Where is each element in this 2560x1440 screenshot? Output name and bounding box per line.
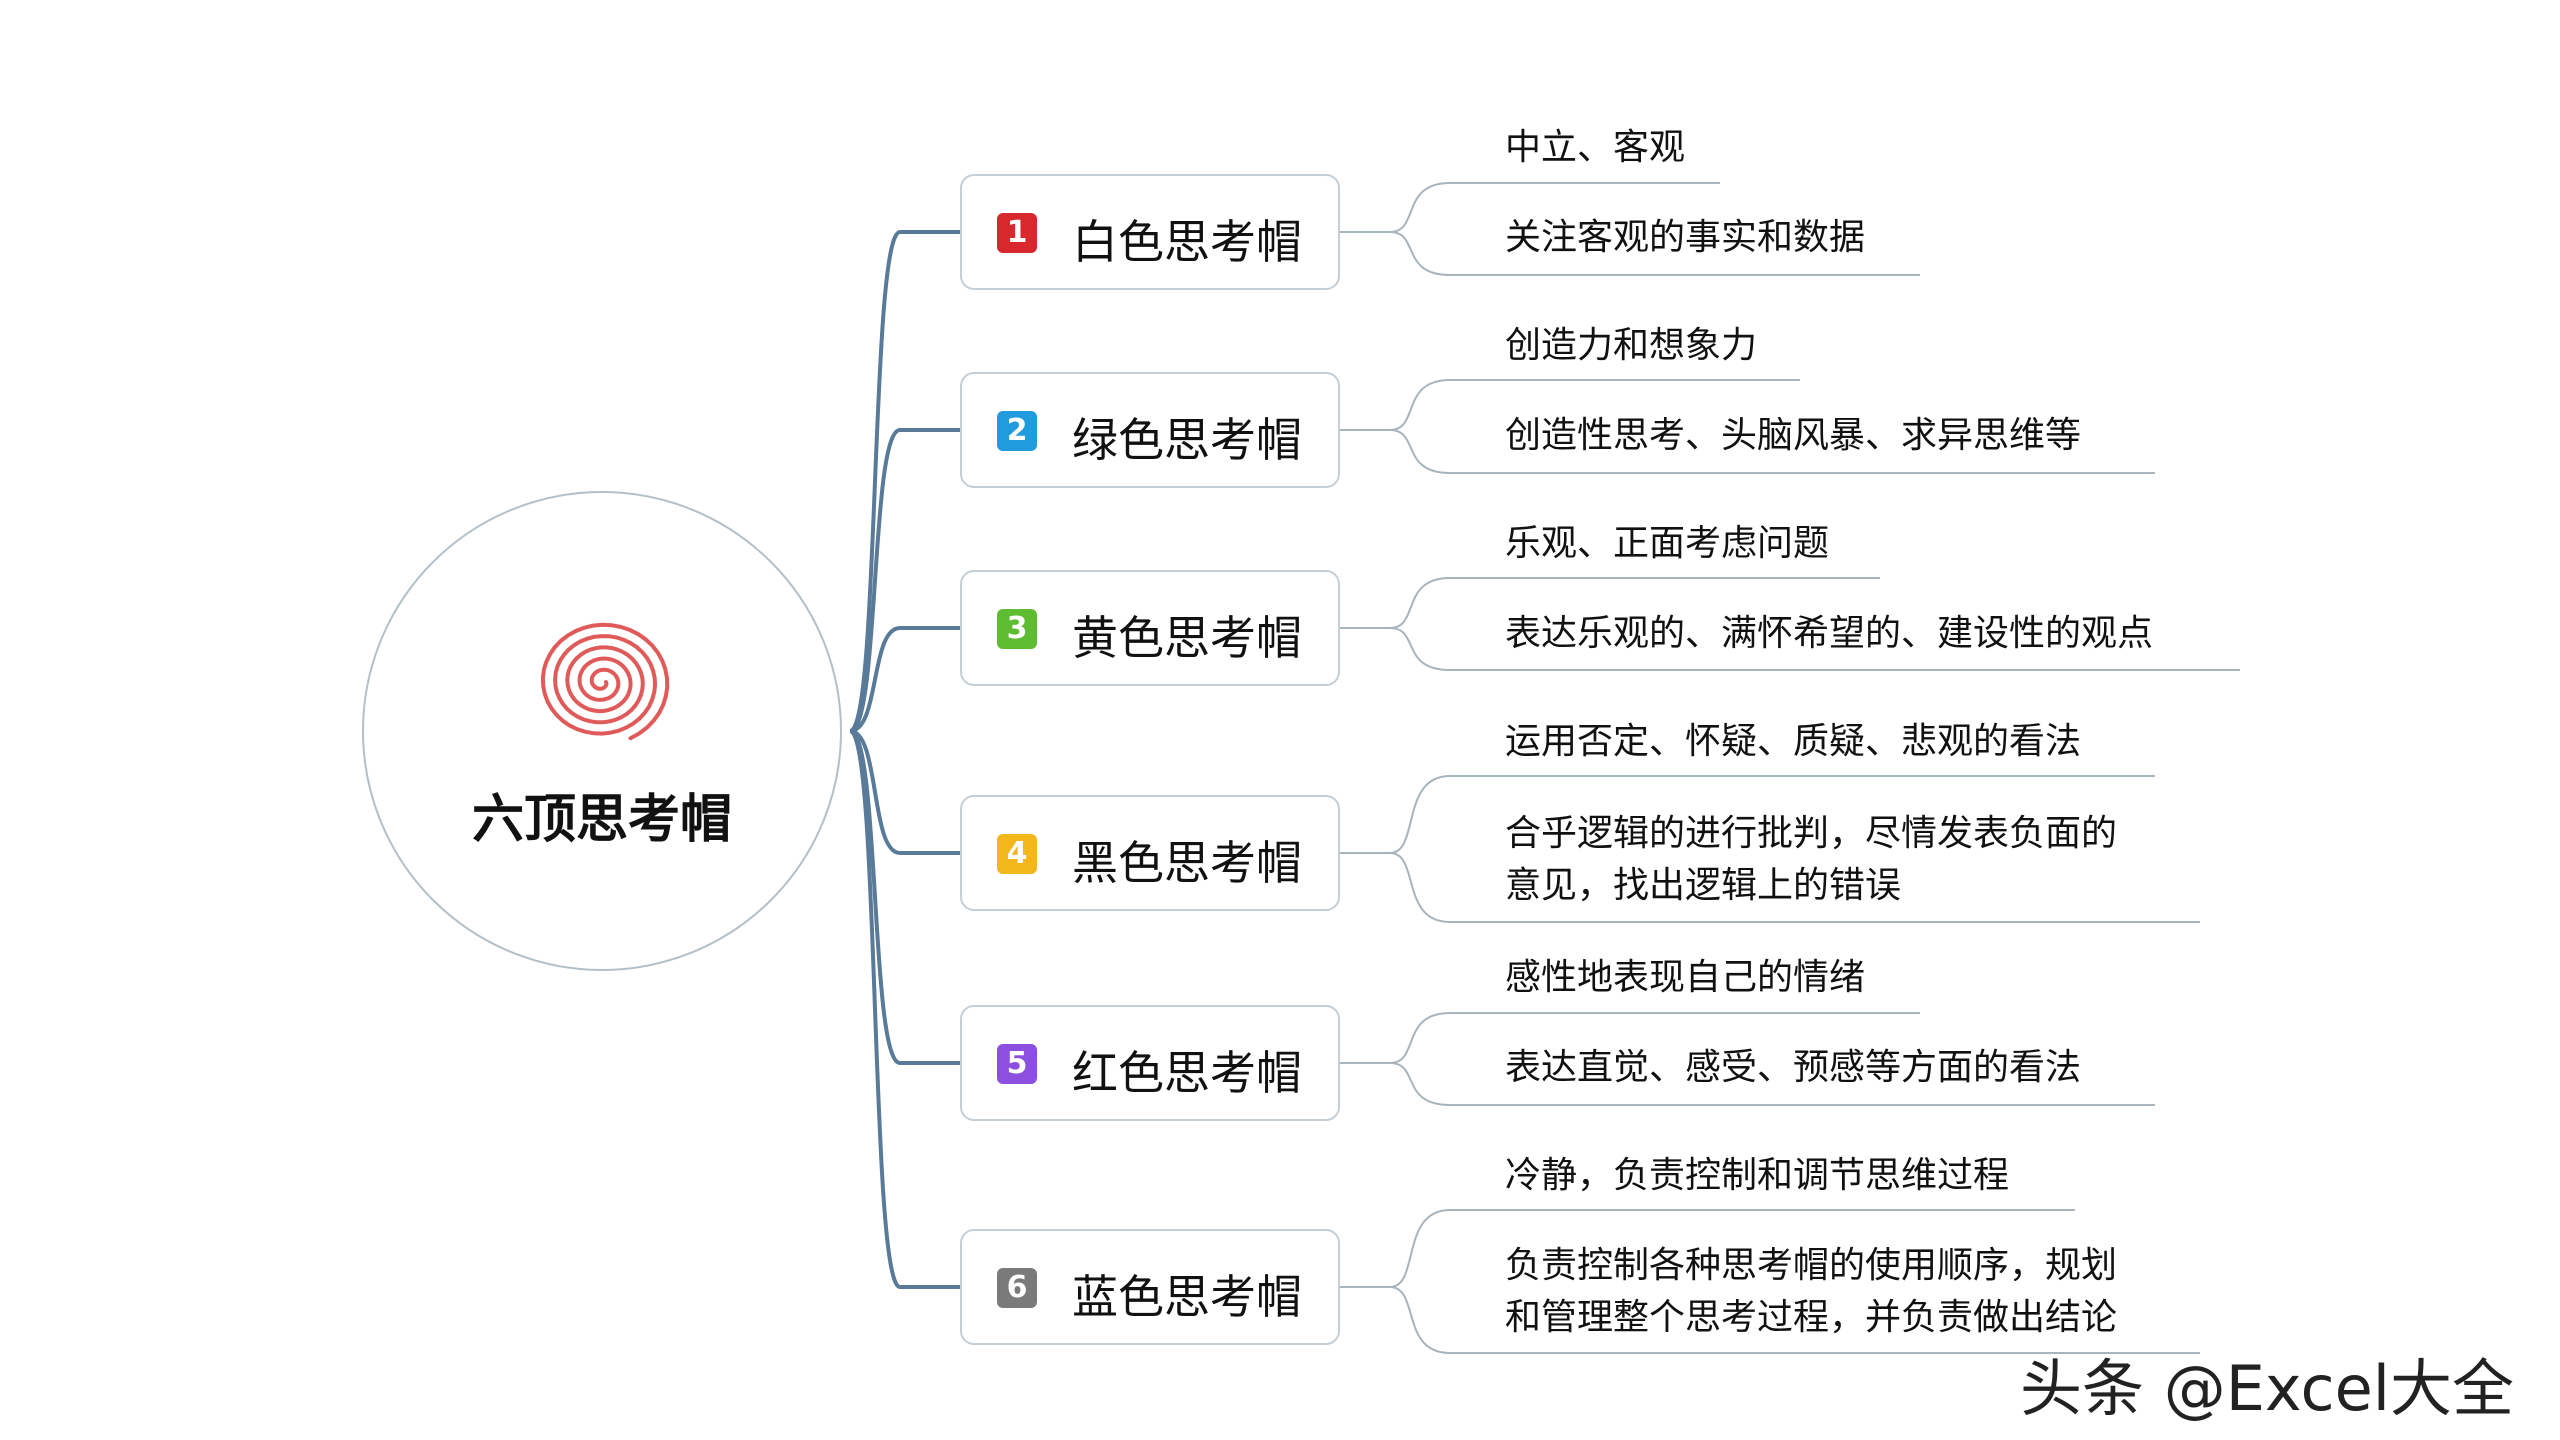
trunk-connector xyxy=(849,428,960,733)
branch-connector xyxy=(1340,1012,1451,1106)
leaf-text-line: 冷静，负责控制和调节思维过程 xyxy=(1505,1155,2010,1196)
leaf-node[interactable]: 关注客观的事实和数据 xyxy=(1505,212,1865,264)
number-badge-icon: 1 xyxy=(997,213,1037,253)
trunk-connector xyxy=(849,729,960,855)
leaf-text-line: 创造性思考、头脑风暴、求异思维等 xyxy=(1505,415,2082,456)
leaf-node[interactable]: 创造力和想象力 xyxy=(1505,320,1757,372)
leaf-text-line: 合乎逻辑的进行批判，尽情发表负面的 xyxy=(1505,813,2118,854)
hat-node-5[interactable]: 5 红色思考帽 xyxy=(960,1005,1340,1121)
branch-connector xyxy=(1340,775,1451,923)
number-badge-icon: 2 xyxy=(997,411,1037,451)
center-title: 六顶思考帽 xyxy=(471,790,732,850)
number-badge-icon: 5 xyxy=(997,1044,1037,1084)
spiral-icon xyxy=(540,622,670,741)
hat-node-1[interactable]: 1 白色思考帽 xyxy=(960,174,1340,290)
hat-node-2[interactable]: 2 绿色思考帽 xyxy=(960,372,1340,488)
leaf-node[interactable]: 乐观、正面考虑问题 xyxy=(1505,518,1829,570)
hat-label: 白色思考帽 xyxy=(1072,215,1302,269)
branch-connector xyxy=(1340,182,1451,276)
leaf-text-line: 负责控制各种思考帽的使用顺序，规划 xyxy=(1505,1245,2118,1286)
watermark: 头条 @Excel大全 xyxy=(2020,1352,2514,1425)
leaf-node[interactable]: 冷静，负责控制和调节思维过程 xyxy=(1505,1150,2009,1202)
center-node[interactable] xyxy=(362,491,842,971)
hat-label: 绿色思考帽 xyxy=(1072,413,1302,467)
leaf-node[interactable]: 创造性思考、头脑风暴、求异思维等 xyxy=(1505,410,2081,462)
leaf-text-line: 和管理整个思考过程，并负责做出结论 xyxy=(1505,1297,2118,1338)
leaf-node[interactable]: 合乎逻辑的进行批判，尽情发表负面的意见，找出逻辑上的错误 xyxy=(1505,808,2117,912)
leaf-text-line: 表达乐观的、满怀希望的、建设性的观点 xyxy=(1505,613,2154,654)
leaf-text-line: 感性地表现自己的情绪 xyxy=(1505,957,1866,998)
leaf-node[interactable]: 表达直觉、感受、预感等方面的看法 xyxy=(1505,1042,2081,1094)
leaf-text-line: 乐观、正面考虑问题 xyxy=(1505,523,1830,564)
number-badge-icon: 3 xyxy=(997,609,1037,649)
hat-label: 黑色思考帽 xyxy=(1072,836,1302,890)
hat-node-6[interactable]: 6 蓝色思考帽 xyxy=(960,1229,1340,1345)
leaf-text-line: 创造力和想象力 xyxy=(1505,325,1758,366)
branch-connector xyxy=(1340,577,1451,671)
hat-label: 蓝色思考帽 xyxy=(1072,1270,1302,1324)
hat-node-3[interactable]: 3 黄色思考帽 xyxy=(960,570,1340,686)
branch-connector xyxy=(1340,379,1451,474)
leaf-text-line: 运用否定、怀疑、质疑、悲观的看法 xyxy=(1505,721,2082,762)
hat-label: 黄色思考帽 xyxy=(1072,611,1302,665)
trunk-connector xyxy=(848,729,960,1289)
leaf-node[interactable]: 感性地表现自己的情绪 xyxy=(1505,952,1865,1004)
hat-node-4[interactable]: 4 黑色思考帽 xyxy=(960,795,1340,911)
leaf-text-line: 意见，找出逻辑上的错误 xyxy=(1505,865,1902,906)
branch-connector xyxy=(1340,1209,1451,1354)
number-badge-icon: 4 xyxy=(997,834,1037,874)
leaf-node[interactable]: 中立、客观 xyxy=(1505,122,1685,174)
leaf-node[interactable]: 表达乐观的、满怀希望的、建设性的观点 xyxy=(1505,608,2153,660)
leaf-node[interactable]: 运用否定、怀疑、质疑、悲观的看法 xyxy=(1505,716,2081,768)
trunk-connector xyxy=(849,729,960,1065)
trunk-connector xyxy=(849,626,960,733)
number-badge-icon: 6 xyxy=(997,1268,1037,1308)
leaf-text-line: 中立、客观 xyxy=(1505,127,1686,168)
leaf-text-line: 关注客观的事实和数据 xyxy=(1505,217,1866,258)
leaf-text-line: 表达直觉、感受、预感等方面的看法 xyxy=(1505,1047,2082,1088)
hat-label: 红色思考帽 xyxy=(1072,1046,1302,1100)
leaf-node[interactable]: 负责控制各种思考帽的使用顺序，规划和管理整个思考过程，并负责做出结论 xyxy=(1505,1240,2117,1344)
trunk-connector xyxy=(848,230,960,733)
